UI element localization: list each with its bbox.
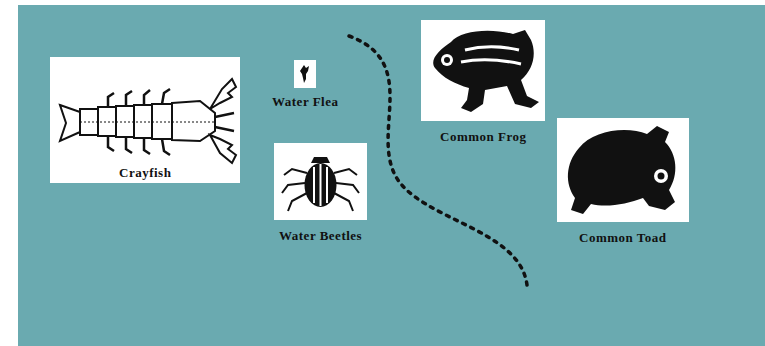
animal-name: Water Flea bbox=[272, 94, 339, 110]
animal-name: Crayfish bbox=[119, 165, 171, 181]
label-holder: Crayfish bbox=[119, 163, 171, 181]
frog-picture bbox=[421, 20, 545, 121]
water-flea-box: Water Flea bbox=[294, 60, 316, 88]
toad-picture bbox=[557, 118, 689, 222]
toad-box: Common Toad bbox=[557, 118, 689, 222]
animal-name: Common Frog bbox=[440, 129, 527, 145]
water-beetle-picture bbox=[274, 143, 367, 220]
water-beetles-box: Water Beetles bbox=[274, 143, 367, 220]
water-flea-picture bbox=[294, 60, 316, 88]
frog-box: Common Frog bbox=[421, 20, 545, 121]
crayfish-box: Crayfish bbox=[50, 57, 240, 183]
label-holder: Common Toad bbox=[579, 228, 667, 246]
animal-name: Common Toad bbox=[579, 230, 667, 246]
label-holder: Common Frog bbox=[440, 127, 527, 145]
crayfish-picture bbox=[50, 57, 240, 183]
label-holder: Water Beetles bbox=[279, 226, 362, 244]
animal-name: Water Beetles bbox=[279, 228, 362, 244]
label-holder: Water Flea bbox=[272, 92, 339, 110]
